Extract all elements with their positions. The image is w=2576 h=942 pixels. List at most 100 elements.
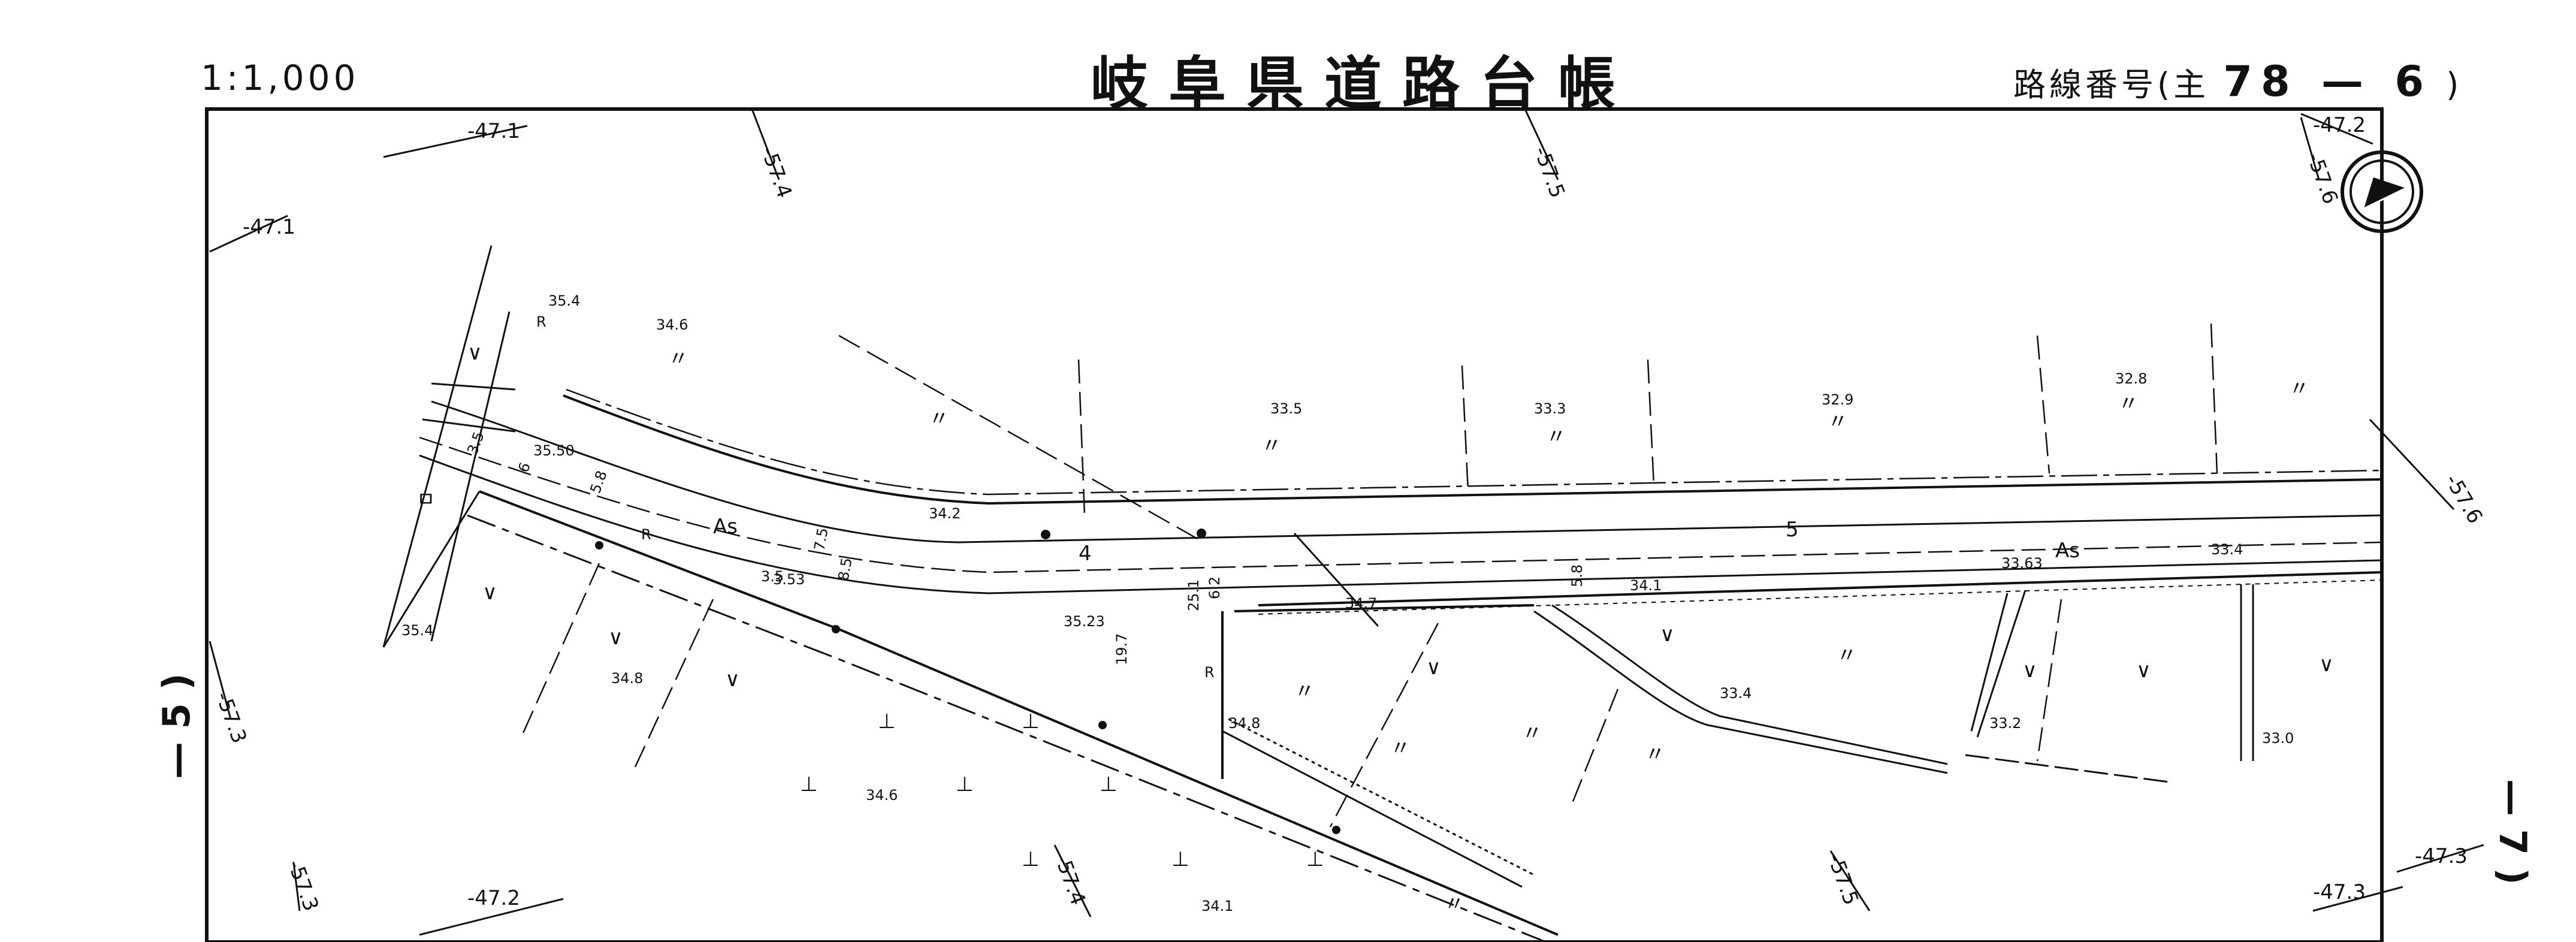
vegetable-field-symbol: ∨ bbox=[725, 668, 740, 692]
parcel-lines bbox=[520, 323, 2218, 828]
spot-height: 32.8 bbox=[2115, 370, 2147, 387]
grid-label: -47.2 bbox=[2313, 113, 2366, 137]
diag-road-north bbox=[479, 490, 1559, 936]
grid-label: -57.4 bbox=[756, 143, 797, 201]
vegetable-field-symbol: ∨ bbox=[1660, 623, 1675, 647]
parcel-line bbox=[1077, 359, 1086, 516]
vegetable-field-symbol: ∨ bbox=[608, 626, 623, 650]
grid-label: -47.3 bbox=[2313, 880, 2366, 904]
left-diag-1 bbox=[382, 245, 493, 648]
grid-label: -47.1 bbox=[243, 215, 295, 239]
parcel-line bbox=[1569, 689, 1619, 810]
road-north-edge-3 bbox=[431, 400, 2382, 544]
paddy-symbol: 〃 bbox=[1261, 434, 1282, 458]
grid-line bbox=[751, 108, 780, 180]
grid-line bbox=[1053, 844, 1092, 917]
road-north-edge-1 bbox=[563, 394, 2382, 505]
left-diag-2 bbox=[430, 311, 511, 642]
paddy-symbol: 〃 bbox=[1837, 644, 1857, 668]
spot-height: 33.3 bbox=[1534, 400, 1566, 417]
right-building-edge-2 bbox=[1976, 590, 2027, 738]
grid-label: -57.3 bbox=[211, 689, 252, 746]
grid-label: -47.3 bbox=[2415, 844, 2468, 868]
right-branch-1 bbox=[1551, 604, 1948, 765]
grid-line bbox=[2300, 113, 2373, 145]
point-marker bbox=[1332, 826, 1340, 834]
dimension: R bbox=[536, 313, 546, 330]
surface-label: As bbox=[713, 515, 738, 539]
north-arrow-icon bbox=[2341, 150, 2423, 233]
road-north-edge-2 bbox=[566, 388, 2382, 496]
station-label: 5 bbox=[1786, 518, 1799, 542]
diag-road-south bbox=[467, 514, 1547, 942]
orchard-symbol: ⊥ bbox=[1171, 847, 1189, 871]
grid-line bbox=[209, 641, 232, 720]
dimension: R bbox=[1204, 664, 1215, 681]
land-use-symbols: ∨ 〃 〃 〃 〃 〃 〃 〃 ∨ ∨ ∨ ⊥ ⊥ ⊥ ⊥ ⊥ ⊥ ⊥ ⊥ 〃 … bbox=[416, 341, 2334, 916]
vegetable-field-symbol: ∨ bbox=[2022, 659, 2037, 683]
point-marker bbox=[1098, 721, 1107, 729]
spot-height: 33.5 bbox=[1270, 400, 1302, 417]
dimension: 3.53 bbox=[773, 571, 805, 588]
vegetable-field-symbol: ∨ bbox=[467, 341, 482, 365]
paddy-symbol: 〃 bbox=[1645, 742, 1665, 766]
spot-height: 34.2 bbox=[929, 505, 961, 522]
surface-labels: As As 4 5 bbox=[713, 515, 2080, 566]
road-south-edge bbox=[419, 454, 2382, 594]
paddy-symbol: 〃 bbox=[929, 407, 949, 431]
map-scale: 1:1,000 bbox=[201, 58, 360, 98]
spot-height: 34.1 bbox=[1630, 577, 1662, 594]
dimension: 3.5 bbox=[761, 568, 784, 585]
orchard-symbol: ⊥ bbox=[1100, 772, 1118, 796]
point-marker bbox=[1197, 529, 1206, 538]
orchard-symbol: ⊥ bbox=[956, 772, 974, 796]
grid-line bbox=[2369, 418, 2455, 511]
parcel-line bbox=[1647, 359, 1655, 486]
paddy-symbol: 〃 bbox=[1444, 892, 1464, 916]
spot-height: 33.4 bbox=[1720, 685, 1751, 702]
parcel-line bbox=[2036, 599, 2062, 762]
spot-height: 35.4 bbox=[548, 292, 580, 309]
paddy-symbol: 〃 bbox=[1294, 680, 1315, 704]
grid-label: -47.2 bbox=[467, 886, 520, 910]
paddy-symbol: 〃 bbox=[1522, 721, 1542, 745]
grid-line bbox=[2300, 117, 2320, 180]
parcel-line bbox=[838, 334, 1199, 541]
spot-height: 34.8 bbox=[611, 670, 643, 687]
parcel-line bbox=[2036, 335, 2050, 474]
right-road-south bbox=[1965, 754, 2170, 783]
right-branch-2 bbox=[1533, 610, 1948, 774]
parcel-line bbox=[2210, 323, 2218, 474]
spot-height: 35.50 bbox=[533, 442, 575, 459]
grid-line bbox=[292, 862, 301, 911]
spot-height: 34.1 bbox=[1201, 898, 1233, 914]
paddy-symbol: 〃 bbox=[2289, 377, 2309, 401]
left-road-edge-2 bbox=[422, 418, 516, 433]
spot-height: 34.6 bbox=[866, 787, 898, 804]
point-marker bbox=[1041, 530, 1050, 539]
grid-label: -57.5 bbox=[1823, 850, 1864, 908]
spot-height: 34.7 bbox=[1345, 595, 1377, 612]
grid-label: -47.1 bbox=[467, 119, 520, 143]
paddy-symbol: 〃 bbox=[2118, 392, 2139, 416]
grid-line bbox=[2396, 844, 2484, 873]
dimension: 6 bbox=[515, 460, 534, 475]
vegetable-field-symbol: ∨ bbox=[482, 581, 497, 605]
field-symbol: ㅁ bbox=[416, 488, 435, 512]
dimension: 25.1 bbox=[1185, 579, 1202, 611]
dimension: 3.5 bbox=[464, 430, 487, 457]
parcel-line bbox=[520, 563, 600, 738]
dimension: R bbox=[641, 526, 651, 543]
grid-line bbox=[209, 215, 288, 253]
vegetable-field-symbol: ∨ bbox=[2136, 659, 2151, 683]
paddy-symbol: 〃 bbox=[1828, 410, 1848, 434]
spot-height: 33.4 bbox=[2211, 541, 2243, 558]
orchard-symbol: ⊥ bbox=[800, 772, 818, 796]
spot-height: 32.9 bbox=[1822, 391, 1853, 408]
dimension: 19.7 bbox=[1113, 633, 1130, 665]
spot-height: 35.4 bbox=[401, 622, 433, 639]
orchard-symbol: ⊥ bbox=[1022, 709, 1040, 733]
route-number-label: 路線番号(主 bbox=[2013, 66, 2210, 104]
grid-label: -57.6 bbox=[2440, 470, 2487, 528]
